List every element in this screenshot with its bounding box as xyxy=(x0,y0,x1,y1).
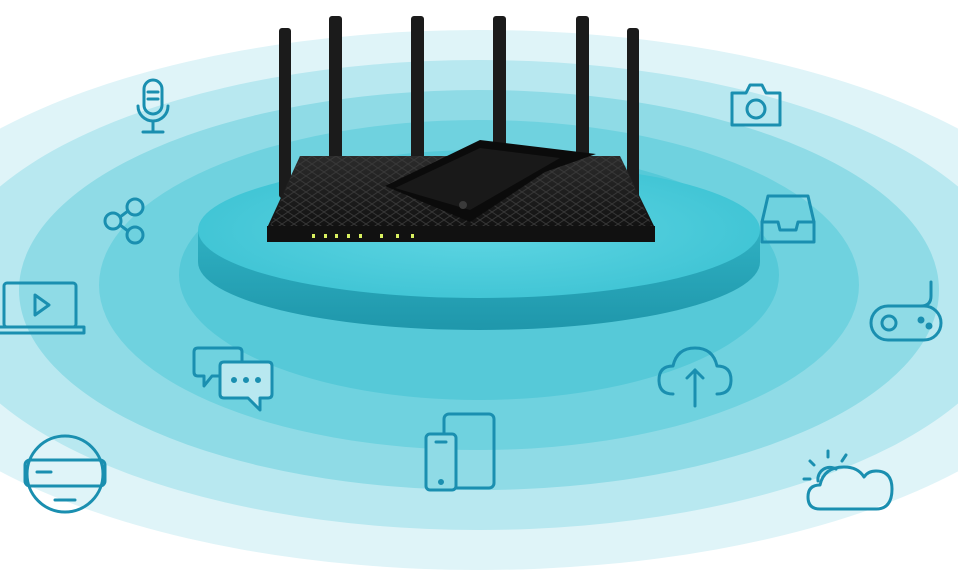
led xyxy=(380,234,383,238)
gamepad-icon xyxy=(869,280,943,342)
router-leds xyxy=(312,234,414,238)
cloud-upload-icon xyxy=(657,346,733,408)
inbox-icon xyxy=(760,194,816,244)
share-icon xyxy=(103,197,145,245)
tablet-phone-icon xyxy=(424,412,496,492)
router-logo xyxy=(459,201,467,209)
led xyxy=(335,234,338,238)
led xyxy=(324,234,327,238)
camera-icon xyxy=(730,83,782,127)
antenna xyxy=(493,16,506,166)
vr-headset-icon xyxy=(23,434,107,514)
router-antennas xyxy=(279,16,639,198)
antenna xyxy=(576,16,589,176)
antenna xyxy=(627,28,639,198)
laptop-video-icon xyxy=(0,281,86,335)
led xyxy=(347,234,350,238)
router-panel-shine xyxy=(395,148,560,210)
weather-cloud-icon xyxy=(802,449,894,511)
led xyxy=(312,234,315,238)
led xyxy=(396,234,399,238)
antenna xyxy=(329,16,342,176)
chat-icon xyxy=(192,346,274,412)
router-front xyxy=(267,226,655,242)
antenna xyxy=(279,28,291,198)
led xyxy=(411,234,414,238)
led xyxy=(359,234,362,238)
microphone-icon xyxy=(136,78,170,134)
router xyxy=(267,16,655,242)
antenna xyxy=(411,16,424,166)
